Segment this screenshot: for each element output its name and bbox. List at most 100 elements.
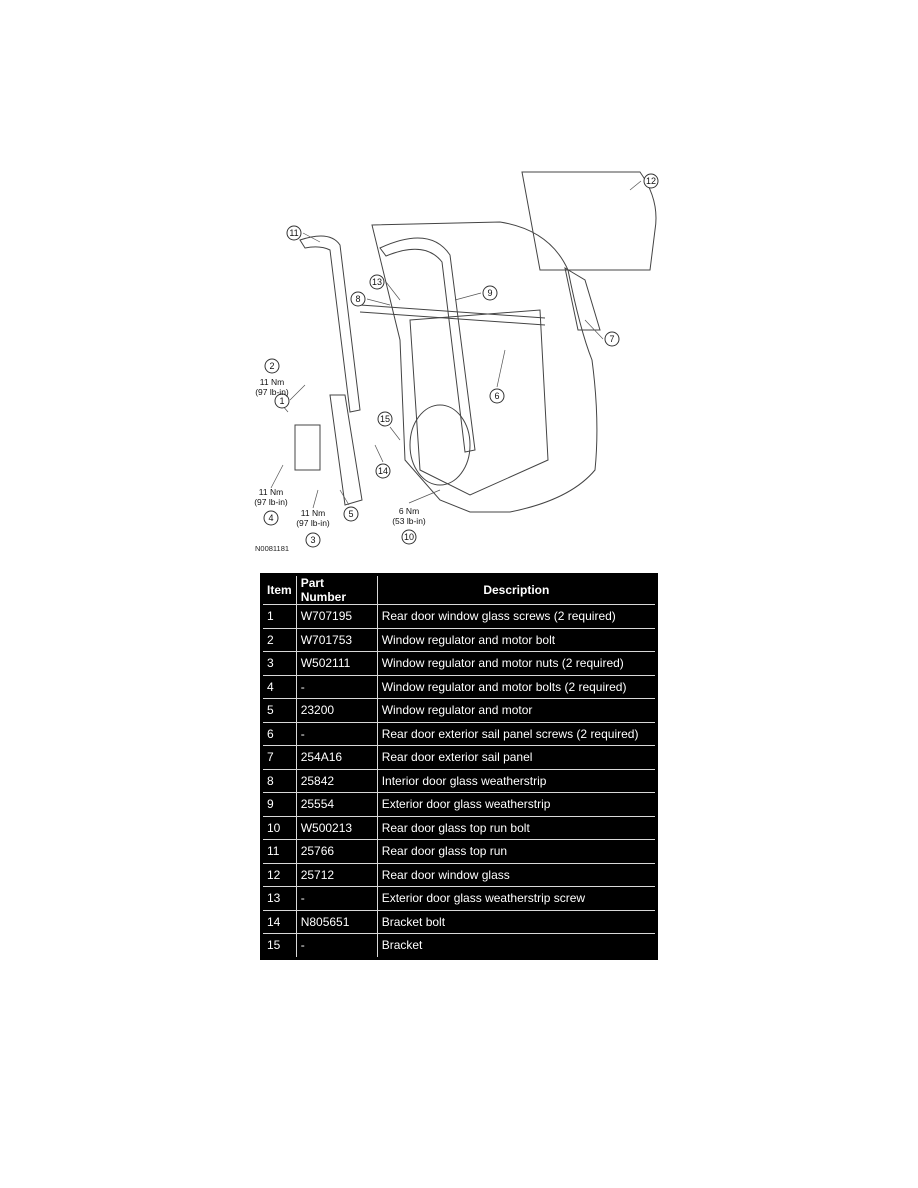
- torque-3-nm: 11 Nm: [301, 508, 325, 518]
- cell-part-number: W500213: [295, 815, 378, 840]
- cell-part-number: W707195: [295, 604, 378, 629]
- torque-2-nm: 11 Nm: [260, 377, 284, 387]
- cell-description: Rear door window glass screws (2 require…: [376, 604, 658, 629]
- cell-item: 8: [261, 768, 297, 793]
- rear-door-exploded-diagram: 1 2 3 4 5 6 7 8 9 10 11 12 13 14 15 11 N…: [254, 171, 659, 553]
- cell-item: 13: [261, 886, 297, 911]
- svg-text:14: 14: [378, 466, 388, 476]
- svg-text:15: 15: [380, 414, 390, 424]
- top-run-shape: [299, 235, 361, 413]
- cell-description: Exterior door glass weatherstrip screw: [376, 886, 658, 911]
- cell-part-number: 25712: [295, 862, 378, 887]
- belt-strip-shape: [359, 311, 546, 326]
- door-inner-shape: [409, 309, 549, 496]
- svg-text:5: 5: [348, 509, 353, 519]
- table-row: 4-Window regulator and motor bolts (2 re…: [261, 674, 658, 699]
- cell-item: 2: [261, 627, 297, 652]
- table-header-row: Item Part Number Description: [261, 574, 658, 605]
- header-part-number: Part Number: [295, 574, 378, 605]
- cell-part-number: 23200: [295, 698, 378, 723]
- callout-11: 11: [286, 225, 302, 241]
- callout-14: 14: [375, 463, 391, 479]
- cell-item: 4: [261, 674, 297, 699]
- svg-text:9: 9: [487, 288, 492, 298]
- svg-text:7: 7: [609, 334, 614, 344]
- weatherstrip-shape: [379, 237, 476, 453]
- window-glass-shape: [521, 171, 657, 271]
- cell-description: Window regulator and motor bolts (2 requ…: [376, 674, 658, 699]
- cell-description: Rear door window glass: [376, 862, 658, 887]
- callout-15: 15: [377, 411, 393, 427]
- torque-4-nm: 11 Nm: [259, 487, 283, 497]
- leader-lines: [270, 180, 642, 509]
- cell-part-number: 254A16: [295, 745, 378, 770]
- callouts: 1 2 3 4 5 6 7 8 9 10 11 12 13 14 15: [263, 173, 659, 548]
- torque-labels: 11 Nm (97 lb-in) 11 Nm (97 lb-in) 11 Nm …: [254, 377, 426, 528]
- cell-item: 11: [261, 839, 297, 864]
- cell-description: Bracket: [376, 933, 658, 959]
- torque-10-nm: 6 Nm: [399, 506, 419, 516]
- cell-part-number: -: [295, 886, 378, 911]
- callout-12: 12: [643, 173, 659, 189]
- cell-part-number: 25766: [295, 839, 378, 864]
- cell-item: 15: [261, 933, 297, 959]
- cell-item: 9: [261, 792, 297, 817]
- cell-item: 10: [261, 815, 297, 840]
- cell-item: 6: [261, 721, 297, 746]
- cell-description: Exterior door glass weatherstrip: [376, 792, 658, 817]
- callout-9: 9: [482, 285, 498, 301]
- cell-description: Window regulator and motor bolt: [376, 627, 658, 652]
- cell-part-number: N805651: [295, 909, 378, 934]
- cell-description: Rear door exterior sail panel screws (2 …: [376, 721, 658, 746]
- cell-description: Interior door glass weatherstrip: [376, 768, 658, 793]
- torque-4-lbin: (97 lb-in): [254, 497, 288, 507]
- cell-part-number: -: [295, 721, 378, 746]
- table-row: 13-Exterior door glass weatherstrip scre…: [261, 886, 658, 911]
- callout-4: 4: [263, 510, 279, 526]
- cell-item: 12: [261, 862, 297, 887]
- torque-3-lbin: (97 lb-in): [296, 518, 330, 528]
- callout-6: 6: [489, 388, 505, 404]
- cell-part-number: 25842: [295, 768, 378, 793]
- cell-description: Rear door glass top run: [376, 839, 658, 864]
- callout-13: 13: [369, 274, 385, 290]
- cell-description: Bracket bolt: [376, 909, 658, 934]
- svg-text:10: 10: [404, 532, 414, 542]
- callout-1: 1: [274, 393, 290, 409]
- torque-10-lbin: (53 lb-in): [392, 516, 426, 526]
- cell-item: 1: [261, 604, 297, 629]
- svg-text:11: 11: [289, 228, 298, 238]
- door-body-shape: [371, 221, 598, 513]
- sail-panel-shape: [564, 266, 601, 331]
- table-row: 6-Rear door exterior sail panel screws (…: [261, 721, 658, 746]
- svg-text:13: 13: [372, 277, 382, 287]
- header-item: Item: [261, 574, 297, 605]
- cell-part-number: -: [295, 674, 378, 699]
- svg-text:8: 8: [355, 294, 360, 304]
- callout-2: 2: [264, 358, 280, 374]
- callout-3: 3: [305, 532, 321, 548]
- callout-5: 5: [343, 506, 359, 522]
- svg-text:1: 1: [279, 396, 284, 406]
- cell-item: 5: [261, 698, 297, 723]
- cell-part-number: -: [295, 933, 378, 959]
- cell-part-number: W701753: [295, 627, 378, 652]
- header-description: Description: [376, 574, 658, 605]
- svg-text:6: 6: [494, 391, 499, 401]
- cell-item: 7: [261, 745, 297, 770]
- figure-id: N0081181: [255, 544, 289, 553]
- cell-item: 3: [261, 651, 297, 676]
- torque-2-lbin: (97 lb-in): [255, 387, 289, 397]
- motor-shape: [294, 424, 321, 471]
- callout-8: 8: [350, 291, 366, 307]
